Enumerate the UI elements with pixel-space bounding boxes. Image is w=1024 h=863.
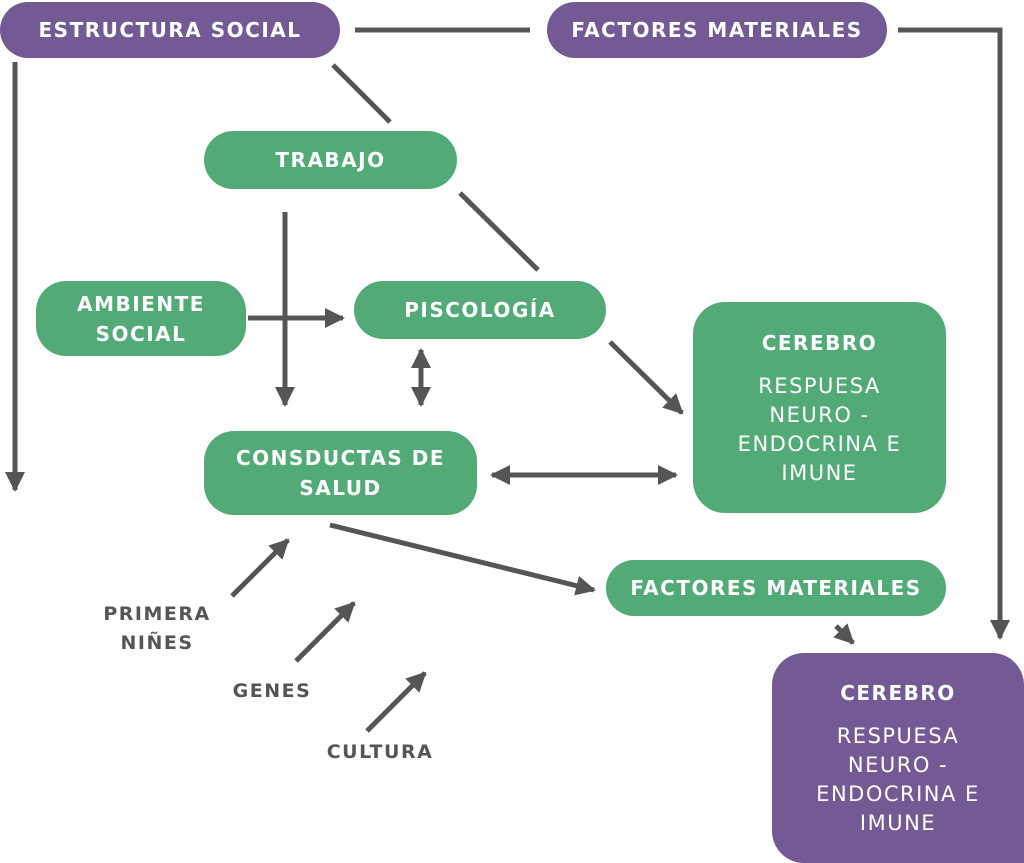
node-cerebro-purple-body: RESPUESA NEURO - ENDOCRINA E IMUNE	[816, 724, 980, 835]
node-estructura-social-label: ESTRUCTURA SOCIAL	[38, 18, 302, 42]
node-factores-materiales-top: FACTORES MATERIALES	[547, 2, 887, 58]
label-primera-ninez: PRIMERA NIÑES	[92, 600, 222, 658]
arrow-primera-conductas	[230, 538, 290, 598]
arrow-cultura-conductas	[365, 671, 427, 733]
node-cerebro-green: CEREBRO RESPUESA NEURO - ENDOCRINA E IMU…	[693, 302, 946, 513]
node-factores-materiales-top-label: FACTORES MATERIALES	[571, 18, 863, 42]
node-conductas-salud: CONSDUCTAS DE SALUD	[204, 431, 477, 515]
connector-estructura-trabajo	[331, 63, 392, 124]
label-genes-text: GENES	[232, 680, 312, 702]
arrow-factores-mid-cerebro	[833, 623, 855, 645]
node-cerebro-green-title: CEREBRO	[761, 330, 878, 355]
label-cultura-text: CULTURA	[326, 741, 434, 763]
node-conductas-salud-label: CONSDUCTAS DE SALUD	[235, 446, 446, 500]
node-psicologia-label: PISCOLOGÍA	[404, 298, 556, 322]
label-cultura: CULTURA	[310, 738, 450, 767]
label-genes: GENES	[220, 677, 324, 706]
node-trabajo-label: TRABAJO	[275, 148, 386, 172]
node-cerebro-purple: CEREBRO RESPUESA NEURO - ENDOCRINA E IMU…	[772, 653, 1024, 863]
node-ambiente-social-label: AMBIENTE SOCIAL	[77, 291, 205, 346]
node-cerebro-purple-title: CEREBRO	[840, 681, 956, 705]
label-primera-ninez-text: PRIMERA NIÑES	[103, 603, 211, 654]
node-psicologia: PISCOLOGÍA	[354, 281, 606, 339]
node-factores-materiales-mid: FACTORES MATERIALES	[606, 560, 946, 616]
arrow-genes-conductas	[294, 601, 356, 663]
node-factores-materiales-mid-label: FACTORES MATERIALES	[630, 576, 922, 600]
arrow-conductas-factores	[329, 522, 596, 596]
connector-trabajo-psicologia	[458, 191, 540, 272]
node-trabajo: TRABAJO	[204, 131, 457, 189]
node-cerebro-green-body: RESPUESA NEURO - ENDOCRINA E IMUNE	[737, 373, 902, 485]
arrow-psicologia-cerebro	[608, 340, 684, 415]
arrow-factores-cerebro-purple	[898, 27, 1010, 640]
node-estructura-social: ESTRUCTURA SOCIAL	[0, 2, 340, 58]
node-ambiente-social: AMBIENTE SOCIAL	[36, 281, 246, 356]
